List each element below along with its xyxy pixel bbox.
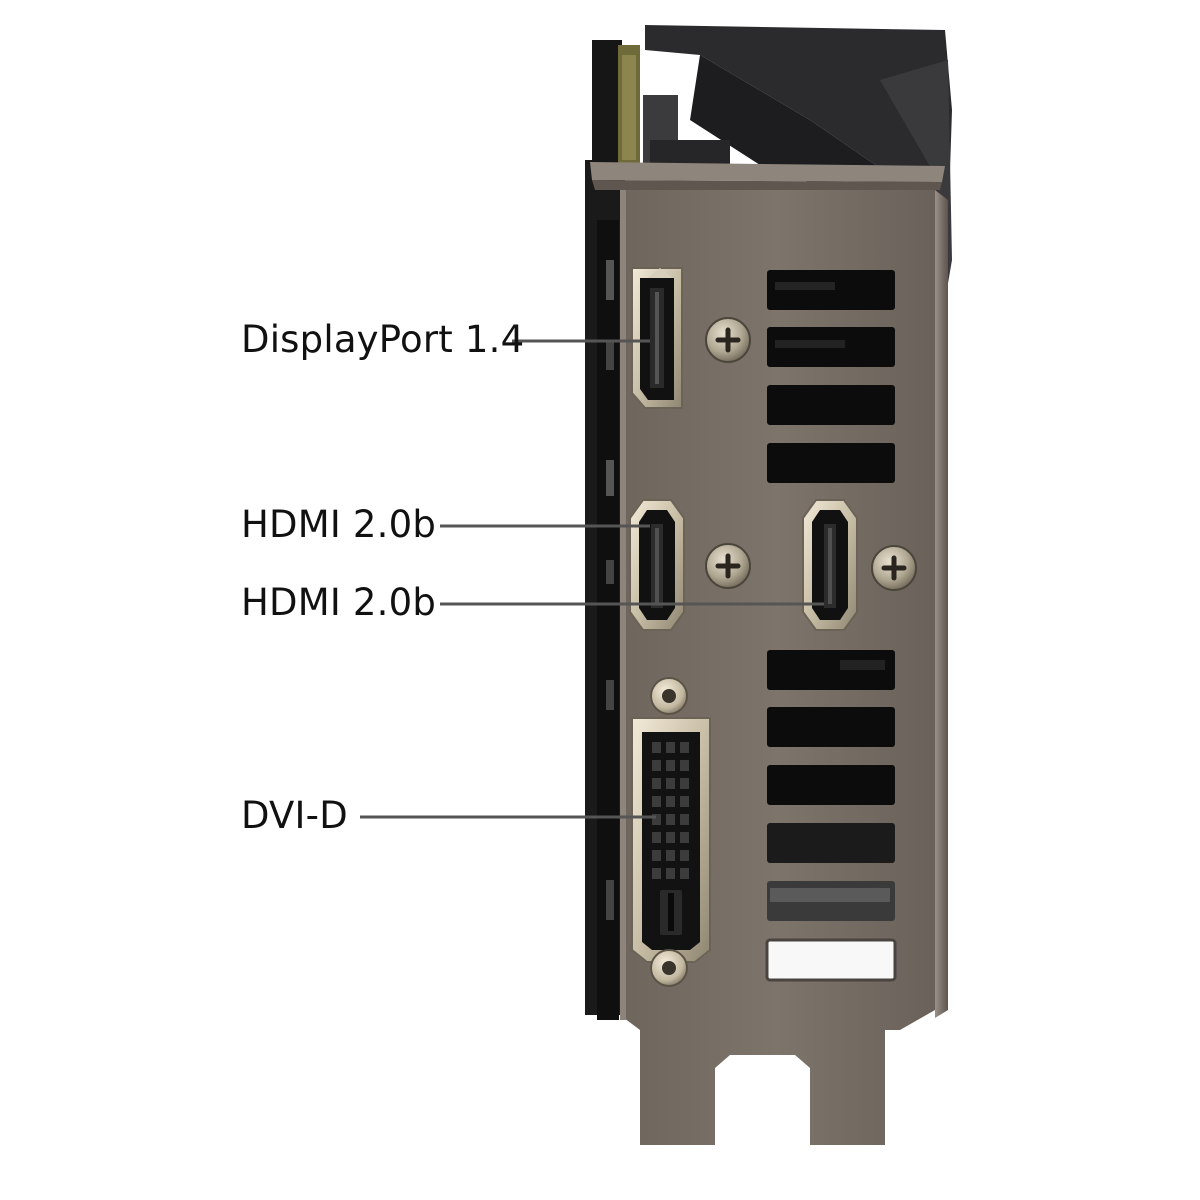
dvi-pin <box>652 868 661 879</box>
dvi-pin <box>666 742 675 753</box>
dvi-pin <box>666 832 675 843</box>
dvi-pin <box>680 760 689 771</box>
screw-icon <box>871 545 917 591</box>
dvi-pin <box>680 796 689 807</box>
dvi-pin <box>666 814 675 825</box>
dvi-pin <box>652 832 661 843</box>
dvi-pin <box>680 850 689 861</box>
vent-slots <box>765 270 897 982</box>
standoff-icon <box>650 677 688 715</box>
dvi-pin <box>680 868 689 879</box>
dvi-pin <box>652 814 661 825</box>
dvi-pin <box>680 814 689 825</box>
dvi-pin <box>652 850 661 861</box>
label-hdmi-1: HDMI 2.0b <box>241 503 437 546</box>
dvi-d-connector <box>631 717 711 963</box>
label-displayport: DisplayPort 1.4 <box>241 318 525 361</box>
dvi-pin <box>666 796 675 807</box>
hdmi-connector-2 <box>802 499 858 631</box>
screw-icon <box>705 543 751 589</box>
screw-icon <box>705 317 751 363</box>
label-dvi-d: DVI-D <box>241 794 348 837</box>
dvi-pin <box>666 778 675 789</box>
dvi-pin <box>652 778 661 789</box>
hdmi-connector-1 <box>629 499 685 631</box>
dvi-pin <box>680 778 689 789</box>
dvi-pin <box>666 760 675 771</box>
standoff-icon <box>650 949 688 987</box>
dvi-pin <box>680 832 689 843</box>
dvi-pin <box>666 850 675 861</box>
dvi-pin <box>652 760 661 771</box>
callout-lines <box>360 339 824 819</box>
dvi-pin <box>652 742 661 753</box>
dvi-pin <box>652 796 661 807</box>
displayport-connector <box>631 267 683 409</box>
dvi-pin <box>680 742 689 753</box>
label-hdmi-2: HDMI 2.0b <box>241 581 437 624</box>
bracket-screws <box>650 317 917 987</box>
dvi-pin <box>666 868 675 879</box>
